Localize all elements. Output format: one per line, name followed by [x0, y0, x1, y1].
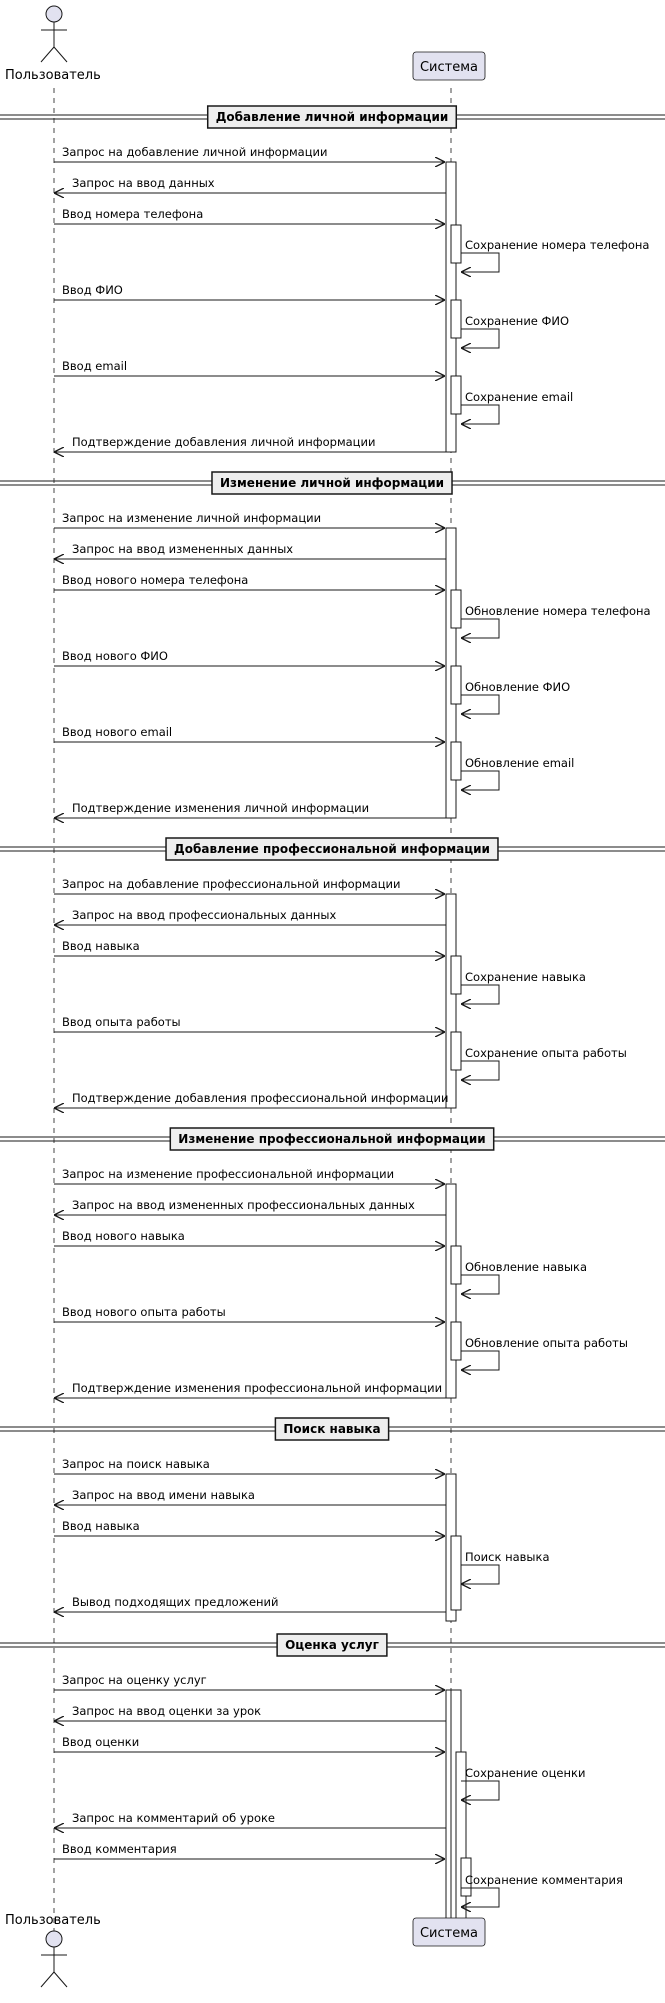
section-divider: Добавление профессиональной информации	[0, 837, 665, 861]
activation-bars	[445, 161, 472, 1933]
message-label: Вывод подходящих предложений	[72, 1595, 279, 1609]
self-message-label: Сохранение опыта работы	[465, 1046, 627, 1060]
section-title: Изменение личной информации	[220, 476, 444, 490]
self-message-label: Поиск навыка	[465, 1550, 550, 1564]
self-message-label: Сохранение комментария	[465, 1873, 623, 1887]
message-label: Ввод нового email	[62, 725, 172, 739]
self-message-arrow	[461, 1564, 500, 1584]
self-message-label: Сохранение навыка	[465, 970, 586, 984]
self-message-arrow	[461, 1780, 500, 1800]
self-message-label: Обновление номера телефона	[465, 604, 651, 618]
message-label: Запрос на ввод имени навыка	[72, 1488, 255, 1502]
self-message-arrow	[461, 1060, 500, 1080]
message-label: Запрос на поиск навыка	[62, 1457, 210, 1471]
self-message-label: Сохранение ФИО	[465, 314, 569, 328]
self-message-arrow	[461, 404, 500, 424]
section-divider: Добавление личной информации	[0, 105, 665, 129]
user-actor-icon	[40, 5, 68, 63]
self-message-label: Обновление ФИО	[465, 680, 570, 694]
section-divider: Оценка услуг	[0, 1633, 665, 1657]
message-label: Запрос на ввод данных	[72, 176, 215, 190]
message-label: Запрос на изменение личной информации	[62, 511, 321, 525]
self-message-label: Сохранение номера телефона	[465, 238, 649, 252]
section-title: Добавление личной информации	[216, 110, 449, 124]
self-message-label: Сохранение email	[465, 390, 573, 404]
self-message-label: Обновление опыта работы	[465, 1336, 628, 1350]
self-message-arrow	[461, 694, 500, 714]
message-label: Ввод нового опыта работы	[62, 1305, 226, 1319]
message-label: Ввод опыта работы	[62, 1015, 181, 1029]
system-participant-box-top	[412, 51, 486, 81]
self-message-arrow	[461, 1350, 500, 1370]
message-label: Ввод ФИО	[62, 283, 123, 297]
user-actor-icon-bottom	[40, 1930, 68, 1988]
self-message-arrow	[461, 1274, 500, 1294]
message-label: Ввод нового ФИО	[62, 649, 168, 663]
message-label: Запрос на добавление личной информации	[62, 145, 328, 159]
message-label: Ввод номера телефона	[62, 207, 203, 221]
self-message-arrow	[461, 770, 500, 790]
message-label: Ввод email	[62, 359, 127, 373]
self-message-arrow	[461, 1887, 500, 1907]
self-message-label: Сохранение оценки	[465, 1766, 585, 1780]
message-label: Запрос на комментарий об уроке	[72, 1811, 275, 1825]
self-message-arrow	[461, 328, 500, 348]
system-participant-box-bottom	[412, 1917, 486, 1947]
section-divider: Поиск навыка	[0, 1417, 665, 1441]
section-title-box	[211, 471, 453, 495]
section-title-box	[206, 105, 458, 129]
message-label: Ввод комментария	[62, 1842, 177, 1856]
message-label: Запрос на ввод оценки за урок	[72, 1704, 261, 1718]
message-label: Ввод навыка	[62, 1519, 140, 1533]
message-label: Подтверждение добавления профессионально…	[72, 1091, 448, 1105]
section-title-box	[165, 837, 499, 861]
user-actor-label-top: Пользователь	[5, 68, 101, 83]
system-participant-label-top: Система	[420, 60, 478, 75]
self-message-arrow	[461, 252, 500, 272]
message-label: Ввод нового номера телефона	[62, 573, 248, 587]
self-message-arrow	[461, 618, 500, 638]
message-label: Запрос на изменение профессиональной инф…	[62, 1167, 394, 1181]
user-actor-label-bottom: Пользователь	[5, 1913, 101, 1928]
self-message-label: Обновление email	[465, 756, 574, 770]
section-title: Оценка услуг	[285, 1638, 379, 1652]
system-participant-label-bottom: Система	[420, 1926, 478, 1941]
section-divider: Изменение профессиональной информации	[0, 1127, 665, 1151]
message-label: Запрос на ввод профессиональных данных	[72, 908, 336, 922]
section-divider: Изменение личной информации	[0, 471, 665, 495]
self-message-arrow	[461, 984, 500, 1004]
message-label: Ввод навыка	[62, 939, 140, 953]
section-title: Добавление профессиональной информации	[174, 842, 490, 856]
section-title-box	[276, 1633, 388, 1657]
section-title: Поиск навыка	[283, 1422, 380, 1436]
section-title-box	[274, 1417, 390, 1441]
message-label: Подтверждение изменения личной информаци…	[72, 801, 369, 815]
message-label: Подтверждение добавления личной информац…	[72, 435, 375, 449]
message-label: Запрос на оценку услуг	[62, 1673, 207, 1687]
section-title: Изменение профессиональной информации	[178, 1132, 485, 1146]
message-label: Ввод нового навыка	[62, 1229, 185, 1243]
section-title-box	[169, 1127, 495, 1151]
message-label: Подтверждение изменения профессиональной…	[72, 1381, 442, 1395]
self-message-label: Обновление навыка	[465, 1260, 587, 1274]
message-label: Запрос на ввод измененных профессиональн…	[72, 1198, 415, 1212]
message-label: Запрос на добавление профессиональной ин…	[62, 877, 400, 891]
message-label: Ввод оценки	[62, 1735, 139, 1749]
message-label: Запрос на ввод измененных данных	[72, 542, 293, 556]
